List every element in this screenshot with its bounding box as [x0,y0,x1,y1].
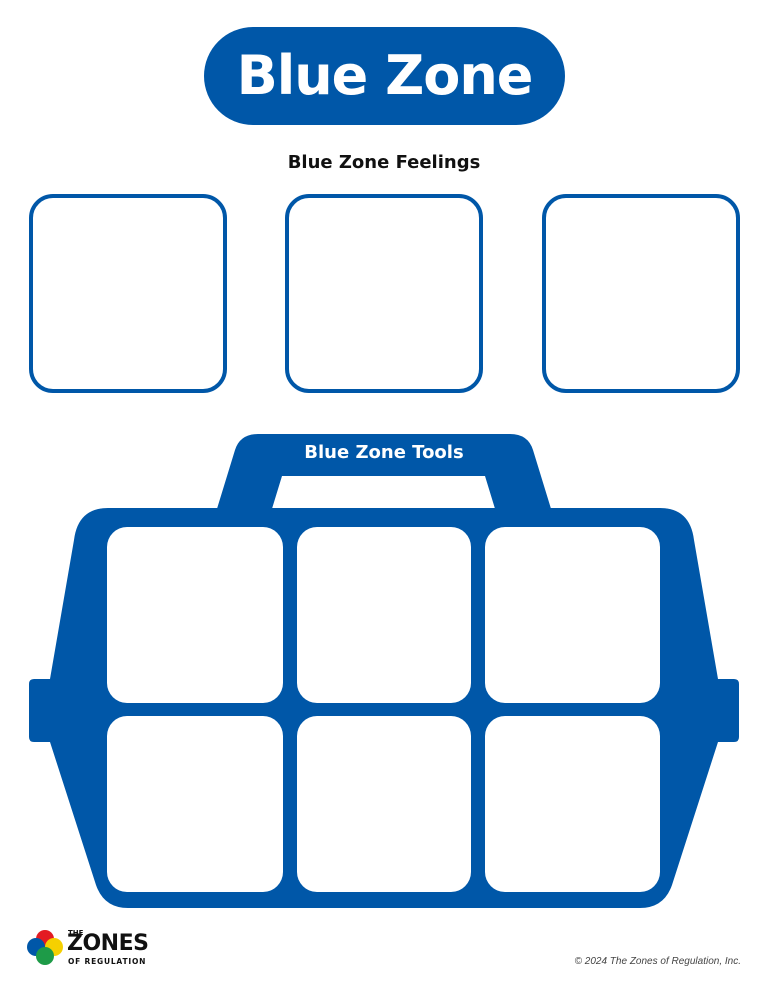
title-banner: Blue Zone [204,27,565,125]
zones-logo: THE ZONES OF REGULATION [26,927,156,969]
feelings-heading: Blue Zone Feelings [287,152,481,173]
tool-cell-4[interactable] [107,716,283,892]
tool-cell-3[interactable] [485,527,660,703]
tool-cell-5[interactable] [297,716,471,892]
logo-zones-text: ZONES [67,931,149,956]
logo-subtitle-text: OF REGULATION [68,957,147,966]
copyright-text: © 2024 The Zones of Regulation, Inc. [574,956,741,967]
zones-logo-icon [27,930,63,965]
feeling-box-3[interactable] [542,194,740,393]
feeling-box-1[interactable] [29,194,227,393]
logo-the-text: THE [68,929,84,937]
feeling-box-2[interactable] [285,194,483,393]
tool-cell-6[interactable] [485,716,660,892]
tool-cell-1[interactable] [107,527,283,703]
tool-cell-2[interactable] [297,527,471,703]
page-title: Blue Zone [236,44,534,107]
tools-heading: Blue Zone Tools [304,442,464,463]
